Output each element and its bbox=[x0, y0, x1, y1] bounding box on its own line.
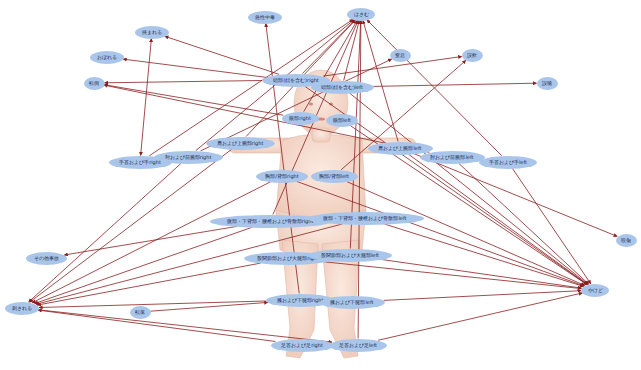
node-label: やけど bbox=[588, 287, 603, 293]
accident-node: 股関節部および大腿部left bbox=[308, 249, 392, 262]
accident-node: はさむ bbox=[347, 8, 375, 21]
connector-arrow bbox=[39, 301, 266, 308]
node-label: 頭部(顔を含む)left bbox=[321, 84, 363, 90]
node-label: 股関節部および大腿部left bbox=[321, 252, 379, 258]
connector-arrow bbox=[347, 182, 585, 286]
accident-node: 肩および上腕部left bbox=[368, 142, 433, 155]
connector-arrow bbox=[38, 310, 332, 342]
node-label: 胸部/背部right bbox=[265, 173, 298, 179]
connector-arrow bbox=[32, 182, 270, 303]
node-label: 急性中毒 bbox=[255, 14, 275, 20]
node-label: 眼部right bbox=[289, 115, 311, 121]
connector-arrow bbox=[512, 168, 590, 283]
accident-node: 刺される bbox=[5, 302, 39, 315]
accident-node: おぼれる bbox=[90, 51, 124, 64]
connector-arrow bbox=[201, 59, 392, 151]
accident-node: 肩および上腕部right bbox=[206, 137, 275, 150]
accident-node: 挟まれる bbox=[135, 26, 169, 39]
node-label: 足首および足left bbox=[339, 342, 377, 348]
accident-node: 転落 bbox=[130, 306, 151, 319]
connector-arrow bbox=[459, 163, 589, 284]
accident-node: 膝および下腿部left bbox=[320, 296, 385, 309]
node-label: 肘および前腕部right bbox=[165, 154, 212, 160]
node-label: 刺される bbox=[12, 305, 32, 311]
connector-arrow bbox=[141, 39, 152, 156]
node-label: はさむ bbox=[354, 11, 369, 17]
connector-arrow bbox=[409, 154, 588, 284]
accident-node: やけど bbox=[581, 284, 609, 297]
connector-arrow bbox=[373, 83, 536, 86]
connector-arrow bbox=[363, 20, 398, 141]
node-label: 挟まれる bbox=[142, 29, 162, 35]
node-label: 手首および手left bbox=[489, 159, 527, 165]
connector-arrow bbox=[246, 20, 355, 137]
accident-node: 手首および手right bbox=[109, 156, 172, 169]
accident-node: 胸部/背部right bbox=[256, 170, 308, 183]
node-label: その他事故 bbox=[34, 255, 59, 261]
node-label: おぼれる bbox=[97, 54, 117, 60]
node-label: 胸部/背部left bbox=[319, 173, 349, 179]
connector-arrow bbox=[64, 226, 237, 255]
node-label: 肩および上腕部left bbox=[378, 145, 421, 151]
accident-node: 眼部right bbox=[282, 112, 319, 125]
accident-node: 急性中毒 bbox=[248, 11, 282, 24]
connector-arrow bbox=[37, 263, 260, 305]
node-label: 誤嚥 bbox=[542, 80, 552, 86]
accident-node: 足首および足right bbox=[271, 339, 334, 352]
node-label: 腹部・下背部・腰椎および骨盤部right bbox=[227, 218, 314, 224]
node-label: 足首および足right bbox=[281, 342, 323, 348]
connector-arrow bbox=[297, 181, 584, 286]
connector-arrow bbox=[36, 224, 342, 304]
accident-node: 窒息 bbox=[390, 49, 411, 62]
connector-arrow bbox=[324, 262, 581, 289]
connector-arrow bbox=[165, 36, 279, 74]
node-label: 肩および上腕部right bbox=[217, 140, 264, 146]
accident-node: 胸部/背部left bbox=[311, 170, 358, 183]
accident-node: 転倒 bbox=[84, 77, 105, 90]
connector-arrow bbox=[105, 81, 263, 83]
connector-arrow bbox=[305, 86, 587, 284]
connector-arrow bbox=[38, 310, 275, 341]
node-label: 転落 bbox=[135, 309, 145, 315]
connector-arrow bbox=[150, 302, 268, 311]
node-label: 肘および前腕部left bbox=[430, 154, 473, 160]
node-label: 手首および手right bbox=[119, 159, 161, 165]
node-label: 誤飲 bbox=[467, 52, 477, 58]
accident-node: 眼部left bbox=[326, 114, 358, 127]
accident-node: 腹部・下背部・腰椎および骨盤部left bbox=[307, 212, 424, 225]
node-label: 転倒 bbox=[89, 80, 99, 86]
node-label: 窒息 bbox=[395, 52, 405, 58]
connector-arrow bbox=[358, 21, 361, 339]
connector-arrow bbox=[384, 291, 581, 301]
accident-node: 誤嚥 bbox=[537, 77, 558, 90]
accident-node: 頭部(顔を含む)left bbox=[311, 81, 374, 94]
connector-arrow bbox=[381, 259, 582, 288]
accident-node: 足首および足left bbox=[329, 339, 387, 352]
connector-arrow bbox=[385, 224, 584, 286]
connector-arrow bbox=[104, 85, 283, 116]
accident-node: 手首および手left bbox=[479, 156, 537, 169]
connector-arrow bbox=[350, 126, 587, 285]
node-label: 頭部(顔を含む)right bbox=[273, 77, 319, 83]
connector-arrow bbox=[29, 163, 181, 302]
accident-node: 咬傷 bbox=[616, 234, 637, 247]
node-label: 眼部left bbox=[333, 117, 351, 123]
accident-node: 誤飲 bbox=[462, 49, 483, 62]
accident-node: 肘および前腕部left bbox=[420, 151, 485, 164]
connector-arrow bbox=[35, 227, 253, 303]
node-label: 膝および下腿部left bbox=[330, 299, 373, 305]
accident-node: その他事故 bbox=[26, 252, 67, 265]
node-label: 腹部・下背部・腰椎および骨盤部left bbox=[323, 215, 406, 221]
node-label: 咬傷 bbox=[621, 237, 631, 243]
connector-arrow bbox=[378, 293, 582, 340]
node-label: 膝および下腿部right bbox=[277, 297, 324, 303]
